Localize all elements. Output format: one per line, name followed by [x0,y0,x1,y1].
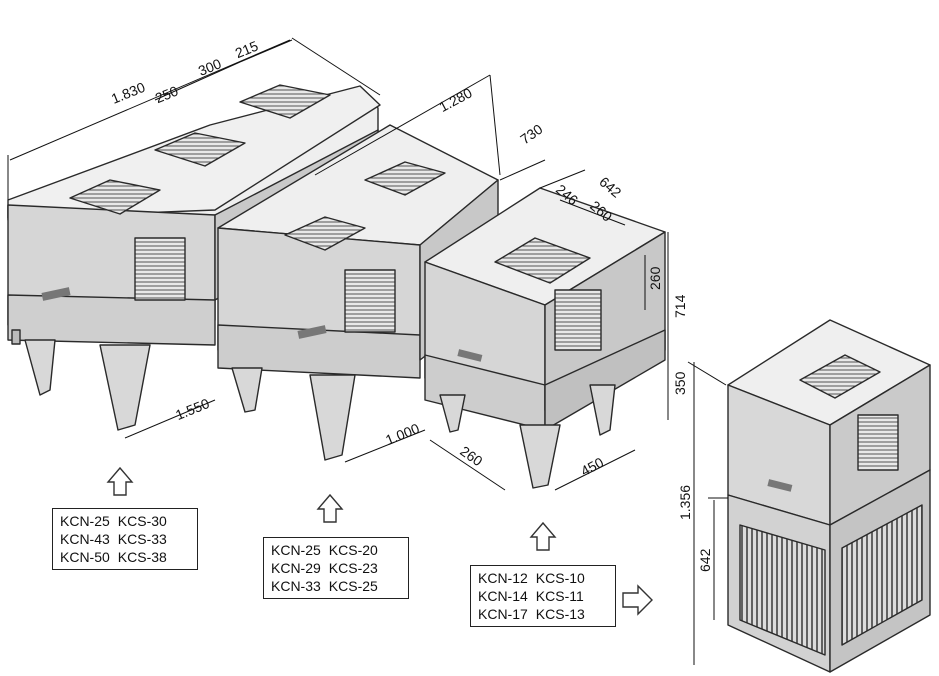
tall-total-h-label: 1.356 [677,485,693,520]
small-body-h-label: 714 [672,294,688,318]
small-top-grille [494,237,591,284]
medium-length-label: 1.280 [436,84,475,115]
medium-model-kcn-1: KCN-25 [271,542,321,558]
large-length-label: 1.830 [109,79,148,107]
small-leg-right [589,384,616,436]
medium-leg-left [231,367,263,413]
small-model-kcn-3: KCN-17 [478,606,528,622]
large-model-kcn-3: KCN-50 [60,549,110,565]
small-logo [457,349,483,362]
small-grille-h-label: 260 [647,266,663,290]
large-top-grille-1 [69,179,161,215]
medium-model-kcs-1: KCS-20 [328,542,378,558]
tall-top-grille [799,354,881,399]
large-foot [11,329,21,345]
small-model-kcn-2: KCN-14 [478,588,528,604]
small-dimension-lines [429,159,669,491]
medium-front-grille [344,269,396,333]
medium-dimension-lines [314,74,501,463]
medium-depth-label: 1.000 [383,420,422,448]
medium-leg-front [309,374,356,461]
medium-model-kcn-3: KCN-33 [271,578,321,594]
large-model-box: KCN-25 KCS-30 KCN-43 KCS-33 KCN-50 KCS-38 [52,508,198,570]
large-module-a-label: 250 [153,82,181,106]
small-model-kcs-1: KCS-10 [535,570,585,586]
small-leg-b-label: 450 [578,454,606,479]
right-arrow-icon [622,584,653,616]
small-width-label: 730 [517,121,545,148]
large-model-kcs-1: KCS-30 [117,513,167,529]
large-model-kcn-1: KCN-25 [60,513,110,529]
large-depth-label: 1.550 [173,395,212,423]
arrows [106,466,653,616]
small-model-kcn-1: KCN-12 [478,570,528,586]
large-top-grille-2 [154,132,246,167]
medium-top-grille-1 [284,216,366,251]
medium-model-kcs-2: KCS-23 [328,560,378,576]
large-dimension-lines [7,37,381,439]
large-top-grille-3 [239,84,331,119]
small-unit [424,187,666,489]
large-up-arrow-icon [106,466,134,496]
large-module-b-label: 300 [196,55,224,79]
small-leg-h-label: 350 [672,371,688,395]
small-side-grille [554,289,602,351]
tall-side-grille [857,414,899,471]
medium-logo [297,325,327,339]
medium-model-box: KCN-25 KCS-20 KCN-29 KCS-23 KCN-33 KCS-25 [263,537,409,599]
large-module-c-label: 215 [233,37,261,61]
small-up-arrow-icon [529,521,557,551]
large-leg-front [99,344,151,431]
medium-model-kcs-3: KCS-25 [328,578,378,594]
small-leg-front [519,424,561,489]
medium-model-kcn-2: KCN-29 [271,560,321,576]
small-model-box: KCN-12 KCS-10 KCN-14 KCS-11 KCN-17 KCS-13 [470,565,616,627]
small-leg-a-label: 260 [457,443,485,470]
large-model-kcn-2: KCN-43 [60,531,110,547]
large-model-kcs-3: KCS-38 [117,549,167,565]
small-top-width-label: 642 [596,173,624,200]
large-leg-left [24,339,56,396]
large-model-kcs-2: KCS-33 [117,531,167,547]
tall-dimension-lines [687,361,728,665]
small-leg-left [439,394,466,433]
tall-logo [767,479,793,492]
tall-side-louvre [841,504,923,646]
medium-up-arrow-icon [316,493,344,523]
tall-base-h-label: 642 [697,548,713,572]
large-front-grille [134,237,186,301]
small-model-kcs-3: KCS-13 [535,606,585,622]
tall-front-louvre [739,524,826,656]
small-model-kcs-2: KCS-11 [535,588,584,604]
medium-top-grille-2 [364,161,446,196]
large-logo [41,287,71,301]
tall-unit [727,319,931,673]
